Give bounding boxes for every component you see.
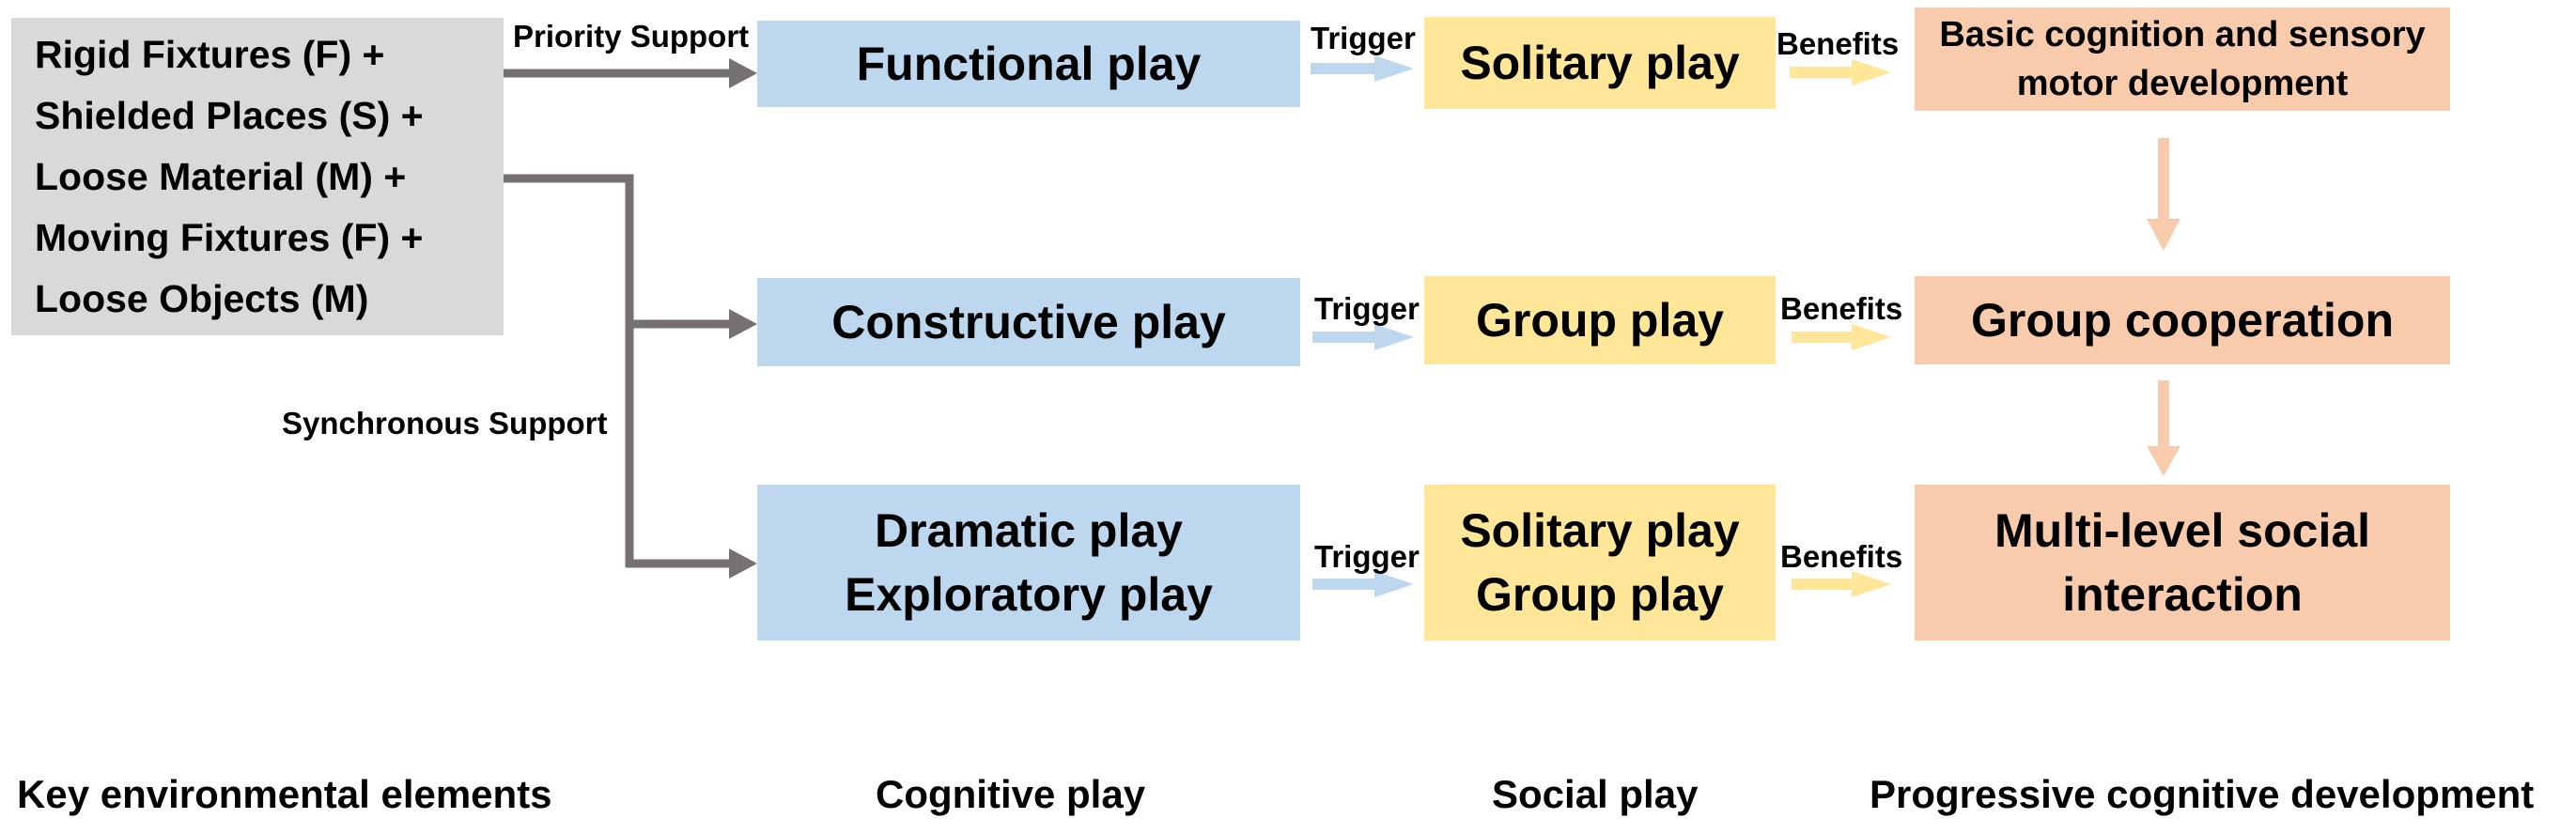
env-line-shielded-places: Shielded Places (S) +	[35, 93, 424, 137]
benefits-arrow-row1	[1790, 59, 1891, 85]
benefits-label-row2: Benefits	[1780, 291, 1903, 326]
trigger-label-row2: Trigger	[1314, 291, 1420, 326]
trigger-arrow-row3	[1312, 571, 1414, 597]
progress-arrow-2	[2147, 380, 2180, 476]
column-label-environment: Key environmental elements	[17, 772, 552, 816]
solitary-play-row3-text: Solitary play	[1460, 504, 1740, 557]
group-play-box: Group play	[1424, 276, 1776, 364]
multi-level-social-line2: interaction	[2062, 568, 2303, 621]
functional-play-box: Functional play	[757, 21, 1300, 107]
multi-level-social-line1: Multi-level social	[1994, 504, 2371, 557]
column-label-social: Social play	[1492, 772, 1699, 816]
basic-cognition-box: Basic cognition and sensory motor develo…	[1915, 8, 2450, 111]
trigger-arrow-row1	[1311, 55, 1414, 82]
exploratory-play-text: Exploratory play	[845, 568, 1213, 621]
trigger-arrow-row2	[1312, 324, 1414, 350]
benefits-label-row1: Benefits	[1777, 26, 1900, 61]
benefits-label-row3: Benefits	[1780, 539, 1903, 574]
constructive-play-box: Constructive play	[757, 278, 1300, 366]
env-line-loose-material: Loose Material (M) +	[35, 154, 407, 198]
group-cooperation-text: Group cooperation	[1971, 294, 2394, 347]
column-label-cognitive: Cognitive play	[876, 772, 1146, 816]
solitary-play-box: Solitary play	[1424, 17, 1776, 109]
group-play-row3-text: Group play	[1476, 568, 1724, 621]
multi-level-social-box: Multi-level social interaction	[1915, 485, 2450, 641]
trigger-label-row3: Trigger	[1314, 539, 1420, 574]
synchronous-support-arrow	[504, 174, 757, 579]
dramatic-exploratory-play-box: Dramatic play Exploratory play	[757, 485, 1300, 641]
env-line-moving-fixtures: Moving Fixtures (F) +	[35, 215, 424, 259]
env-line-loose-objects: Loose Objects (M)	[35, 276, 369, 320]
benefits-arrow-row3	[1792, 571, 1891, 597]
trigger-label-row1: Trigger	[1311, 21, 1416, 55]
synchronous-support-label: Synchronous Support	[282, 406, 608, 440]
column-label-development: Progressive cognitive development	[1870, 772, 2535, 816]
progress-arrow-1	[2147, 138, 2180, 251]
constructive-play-text: Constructive play	[831, 296, 1226, 348]
basic-cognition-line2: motor development	[2016, 64, 2349, 103]
priority-support-arrow	[504, 58, 757, 88]
solitary-play-text: Solitary play	[1460, 37, 1740, 89]
solitary-group-play-box: Solitary play Group play	[1424, 485, 1776, 641]
group-cooperation-box: Group cooperation	[1915, 276, 2450, 364]
basic-cognition-line1: Basic cognition and sensory	[1939, 15, 2426, 54]
group-play-text: Group play	[1476, 294, 1724, 347]
env-line-rigid-fixtures: Rigid Fixtures (F) +	[35, 32, 385, 76]
priority-support-label: Priority Support	[513, 19, 750, 54]
environmental-elements-box: Rigid Fixtures (F) + Shielded Places (S)…	[11, 18, 504, 335]
functional-play-text: Functional play	[856, 38, 1202, 90]
benefits-arrow-row2	[1792, 324, 1891, 350]
dramatic-play-text: Dramatic play	[875, 504, 1183, 557]
